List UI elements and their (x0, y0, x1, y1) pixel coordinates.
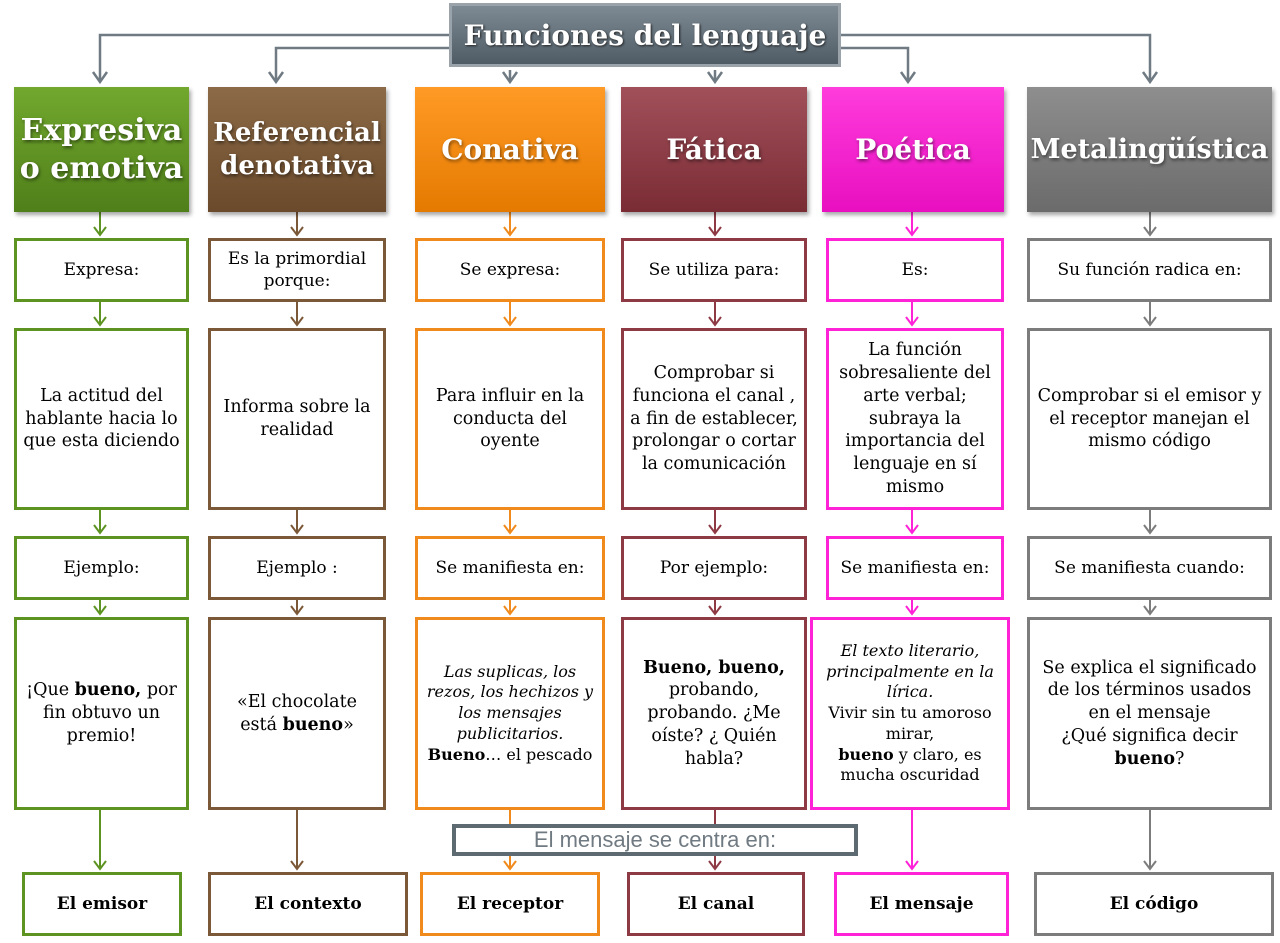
metalinguistica-example-d: ? (1175, 748, 1185, 769)
header-referencial-line1: Referencial (213, 118, 381, 148)
poetica-row2: La función sobresaliente del arte verbal… (826, 328, 1004, 510)
header-expresiva-line2: o emotiva (19, 150, 184, 186)
arrowhead-fatica-2 (708, 524, 722, 535)
arrowhead-metalinguistica-3 (1143, 605, 1157, 616)
arrowhead-conativa-2 (503, 524, 517, 535)
arrowhead-poetica-4 (905, 860, 919, 871)
expresiva-row4: ¡Que bueno, por fin obtuvo un premio! (14, 617, 189, 810)
expresiva-row2: La actitud del hablante hacia lo que est… (14, 328, 189, 510)
title-arrowhead-1 (267, 71, 285, 85)
expresiva-row1: Expresa: (14, 238, 189, 302)
expresiva-row3: Ejemplo: (14, 536, 189, 600)
arrowhead-poetica-2 (905, 524, 919, 535)
metalinguistica-example-b: ¿Qué significa decir (1061, 725, 1238, 746)
conativa-example-a: Las suplicas, los rezos, los hechizos y … (426, 661, 594, 743)
arrowhead-metalinguistica-4 (1143, 860, 1157, 871)
conativa-row4: Las suplicas, los rezos, los hechizos y … (415, 617, 605, 810)
arrowhead-referencial-4 (290, 860, 304, 871)
conativa-row2: Para influir en la conducta del oyente (415, 328, 605, 510)
expresiva-example-c: por fin obtuvo un premio! (42, 680, 177, 746)
arrowhead-fatica-3 (708, 605, 722, 616)
end-fatica: El canal (627, 872, 805, 936)
title-arrowhead-0 (91, 71, 109, 85)
arrowhead-fatica-0 (708, 226, 722, 237)
arrowhead-referencial-0 (290, 226, 304, 237)
poetica-example-c: bueno (838, 744, 894, 764)
centra-label: El mensaje se centra en: (452, 824, 858, 856)
arrowhead-referencial-1 (290, 316, 304, 327)
end-referencial: El contexto (208, 872, 408, 936)
referencial-row3: Ejemplo : (208, 536, 386, 600)
expresiva-example-a: ¡Que (26, 680, 75, 701)
fatica-row1: Se utiliza para: (621, 238, 807, 302)
header-fatica: Fática (621, 87, 807, 212)
poetica-example-d: y claro, es mucha oscuridad (840, 744, 982, 785)
title-arrowhead-2 (501, 71, 519, 85)
arrowhead-poetica-1 (905, 316, 919, 327)
arrowhead-poetica-0 (905, 226, 919, 237)
arrowhead-expresiva-0 (93, 226, 107, 237)
end-expresiva: El emisor (22, 872, 182, 936)
metalinguistica-row2: Comprobar si el emisor y el receptor man… (1027, 328, 1272, 510)
title-arrowhead-3 (706, 71, 724, 85)
referencial-row4: «El chocolate está bueno» (208, 617, 386, 810)
metalinguistica-row4: Se explica el significado de los término… (1027, 617, 1272, 810)
fatica-row3: Por ejemplo: (621, 536, 807, 600)
header-metalinguistica: Metalingüística (1027, 87, 1272, 212)
referencial-example-b: bueno (282, 714, 344, 735)
fatica-example-b: probando, probando. ¿Me oíste? ¿ Quién h… (647, 680, 781, 769)
fatica-row2: Comprobar si funciona el canal , a fin d… (621, 328, 807, 510)
referencial-example-c: » (343, 714, 354, 735)
end-poetica: El mensaje (834, 872, 1009, 936)
arrowhead-poetica-3 (905, 605, 919, 616)
end-metalinguistica: El código (1034, 872, 1274, 936)
metalinguistica-example-c: bueno (1114, 748, 1176, 769)
metalinguistica-example-a: Se explica el significado de los término… (1042, 657, 1257, 724)
arrowhead-conativa-3 (503, 605, 517, 616)
poetica-example-b: Vivir sin tu amoroso mirar, (828, 703, 992, 743)
arrowhead-conativa-1 (503, 316, 517, 327)
conativa-example-c: … el pescado (485, 744, 593, 764)
arrowhead-expresiva-1 (93, 316, 107, 327)
arrowhead-expresiva-4 (93, 860, 107, 871)
arrowhead-metalinguistica-1 (1143, 316, 1157, 327)
arrowhead-metalinguistica-2 (1143, 524, 1157, 535)
metalinguistica-row1: Su función radica en: (1027, 238, 1272, 302)
arrowhead-metalinguistica-0 (1143, 226, 1157, 237)
arrowhead-referencial-3 (290, 605, 304, 616)
expresiva-example-b: bueno, (74, 680, 142, 701)
arrowhead-fatica-1 (708, 316, 722, 327)
end-conativa: El receptor (420, 872, 600, 936)
conativa-row1: Se expresa: (415, 238, 605, 302)
title-arrowhead-5 (1141, 71, 1159, 85)
poetica-row4: El texto literario, principalmente en la… (810, 617, 1010, 810)
referencial-row1: Es la primordial porque: (208, 238, 386, 302)
title-arrowhead-4 (899, 71, 917, 85)
arrowhead-expresiva-2 (93, 524, 107, 535)
referencial-example-a: «El chocolate está (236, 691, 357, 735)
header-referencial-line2: denotativa (220, 150, 374, 181)
header-expresiva-line1: Expresiva (20, 113, 183, 148)
arrowhead-expresiva-3 (93, 605, 107, 616)
poetica-example-a: El texto literario, principalmente en la… (826, 640, 994, 702)
arrowhead-conativa-4 (503, 860, 517, 871)
header-conativa: Conativa (415, 87, 605, 212)
poetica-row1: Es: (826, 238, 1004, 302)
referencial-row2: Informa sobre la realidad (208, 328, 386, 510)
poetica-row3: Se manifiesta en: (826, 536, 1004, 600)
arrowhead-conativa-0 (503, 226, 517, 237)
conativa-row3: Se manifiesta en: (415, 536, 605, 600)
diagram-title: Funciones del lenguaje (449, 3, 841, 67)
arrowhead-referencial-2 (290, 524, 304, 535)
metalinguistica-row3: Se manifiesta cuando: (1027, 536, 1272, 600)
header-poetica: Poética (822, 87, 1004, 212)
arrowhead-fatica-4 (708, 860, 722, 871)
fatica-example-a: Bueno, bueno, (643, 657, 785, 678)
conativa-example-b: Bueno (427, 744, 486, 764)
fatica-row4: Bueno, bueno,probando, probando. ¿Me oís… (621, 617, 807, 810)
